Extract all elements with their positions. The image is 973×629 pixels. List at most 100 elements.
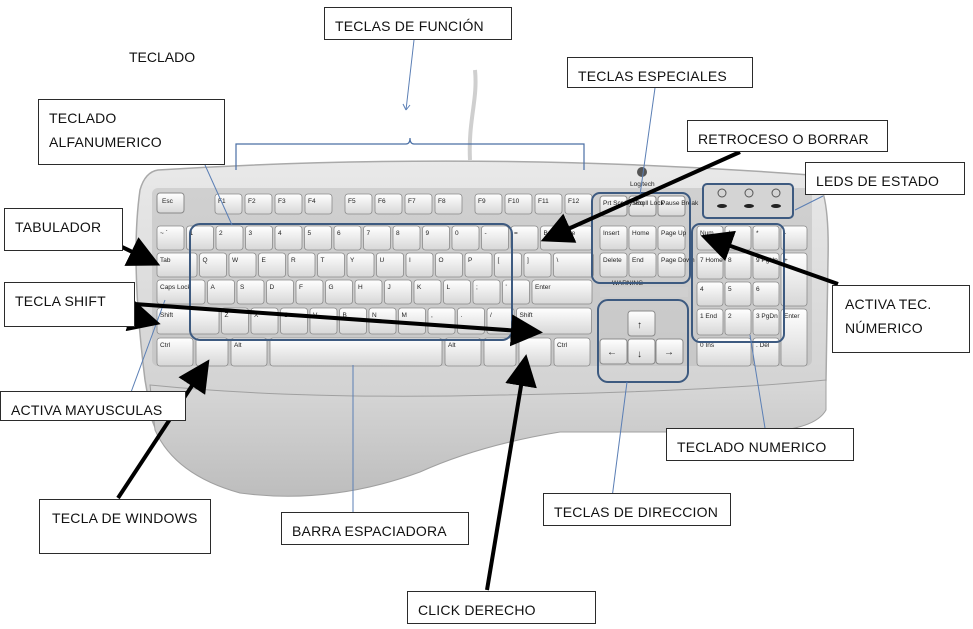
key-num-4 [274, 225, 303, 251]
arrow-windows [116, 359, 210, 500]
key-num-8-label: 8 [396, 230, 400, 237]
key-nav-1-label: Home [632, 230, 650, 237]
key-row4-2-label: X [254, 312, 259, 319]
key-np-multiply [752, 225, 780, 251]
key-row2-9-label: O [439, 257, 444, 264]
key-row3-9-label: L [447, 284, 451, 291]
key-nav-3-label: Delete [603, 257, 622, 264]
key-np-enter-label: Enter [784, 313, 800, 320]
key-row2-4-label: R [291, 257, 296, 264]
key-row3-6-label: H [358, 284, 363, 291]
key-row4-1 [221, 307, 249, 335]
key-f2 [244, 193, 273, 215]
key-np-1-label: 1 End [700, 313, 717, 320]
key-row2-2-label: W [232, 257, 239, 264]
key-row2-3 [258, 252, 286, 278]
key-num-9 [422, 225, 450, 251]
key-row2-6-label: Y [350, 257, 355, 264]
key-row2-10-label: P [468, 257, 472, 264]
key-np-minus [780, 225, 808, 251]
arrow-tabulador [119, 237, 161, 266]
key-np-6-label: 6 [756, 286, 760, 293]
key-nav-1 [628, 225, 657, 251]
key-num-2-label: 2 [219, 230, 223, 237]
key-row3-3-label: D [270, 284, 275, 291]
key-num-3 [245, 225, 273, 251]
key-np-2 [724, 308, 752, 336]
key-num-12-label: = [514, 230, 518, 237]
key-np-1 [696, 308, 724, 336]
arrow-keys: ↑ ← ↓ → [599, 310, 684, 365]
key-row3-6 [354, 279, 383, 305]
label-teclas-funcion: TECLAS DE FUNCIÓN [324, 7, 512, 40]
key-np-multiply-label: * [756, 230, 759, 237]
label-tecla-shift: TECLA SHIFT [4, 282, 135, 327]
key-row3-11-label: ' [506, 284, 507, 291]
label-barra-espaciadora: BARRA ESPACIADORA [281, 512, 469, 545]
key-f12-label: F12 [568, 198, 580, 205]
key-row3-8-label: K [417, 284, 422, 291]
key-num-6-label: 6 [337, 230, 341, 237]
key-nav-5-label: Page Down [661, 257, 695, 264]
key-row3-4 [295, 279, 324, 305]
key-ctrl-right [553, 337, 591, 367]
key-f9-label: F9 [478, 198, 486, 205]
key-row2-1 [199, 252, 227, 278]
key-nav-0 [599, 225, 628, 251]
key-row3-5-label: G [329, 284, 334, 291]
key-f5-label: F5 [348, 198, 356, 205]
key-row2-13 [553, 252, 594, 278]
key-row4-11-label: Shift [520, 312, 533, 319]
svg-text:↓: ↓ [637, 349, 642, 360]
key-row3-11 [502, 279, 530, 305]
label-click-derecho: CLICK DERECHO [407, 591, 596, 624]
key-alt-left-label: Alt [234, 342, 242, 349]
page-title: TECLADO [129, 49, 196, 65]
label-teclas-direccion: TECLAS DE DIRECCION [543, 493, 731, 526]
key-row4-1-label: Z [225, 312, 229, 319]
key-np-enter [780, 308, 808, 367]
key-f4-label: F4 [308, 198, 316, 205]
label-retroceso: RETROCESO O BORRAR [687, 120, 888, 152]
key-num-11 [481, 225, 509, 251]
svg-text:→: → [664, 347, 674, 358]
key-np-4 [696, 281, 724, 307]
key-row3-9 [443, 279, 471, 305]
key-f7-label: F7 [408, 198, 416, 205]
key-row2-6 [346, 252, 375, 278]
key-f6 [374, 193, 403, 215]
key-np-0-label: 0 Ins [700, 342, 715, 349]
key-f3-label: F3 [278, 198, 286, 205]
label-tecla-windows: TECLA DE WINDOWS [39, 499, 211, 554]
label-teclado-alfanumerico: TECLADO ALFANUMERICO [38, 99, 225, 165]
brand-logo-text: Logitech [630, 181, 655, 188]
key-num-3-label: 3 [249, 230, 253, 237]
key-row2-1-label: Q [203, 257, 208, 264]
key-nav-4 [628, 252, 657, 278]
key-row2-2 [228, 252, 257, 278]
key-scroll-lock: Scroll Lock [632, 200, 665, 207]
key-np-8-label: 8 [728, 257, 732, 264]
key-np-plus-label: + [784, 257, 788, 264]
key-np-0 [696, 337, 752, 367]
key-row4-10-label: / [490, 312, 492, 319]
function-keys-brace [235, 137, 585, 170]
key-row3-2-label: S [240, 284, 245, 291]
highlight-arrows [597, 299, 689, 383]
key-row4-0-label: Shift [160, 312, 173, 319]
label-tabulador: TABULADOR [4, 208, 123, 251]
key-nav-0-label: Insert [603, 230, 619, 237]
key-row3-12 [531, 279, 593, 305]
key-row4-9-label: . [461, 312, 463, 319]
key-nav-3 [599, 252, 628, 278]
key-row2-5-label: T [321, 257, 325, 264]
key-row3-2 [236, 279, 265, 305]
key-row2-10 [464, 252, 493, 278]
highlight-alphanumeric [189, 223, 513, 341]
key-nav-2-label: Page Up [661, 230, 687, 237]
key-np-del-label: . Del [756, 342, 770, 349]
key-f1 [214, 193, 243, 215]
key-np-3 [752, 308, 780, 336]
